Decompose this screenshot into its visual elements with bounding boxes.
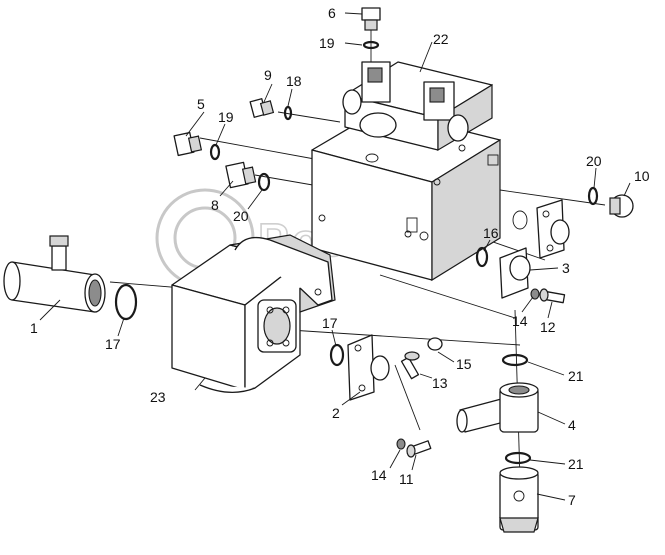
callout-4: 4 (568, 417, 576, 433)
callout-23: 23 (150, 389, 166, 405)
callout-2: 2 (332, 405, 340, 421)
valve-block-22 (311, 61, 528, 282)
callout-numbers: 6 19 22 9 18 5 19 20 10 8 20 16 3 1 17 1… (30, 5, 650, 508)
adapter-7 (499, 466, 539, 533)
leader-lines (39, 12, 631, 501)
fitting-8 (225, 161, 257, 189)
callout-17: 17 (105, 336, 121, 352)
washer-15 (427, 337, 443, 351)
callout-22: 22 (433, 31, 449, 47)
pump-body-23 (171, 234, 336, 393)
callout-7: 7 (568, 492, 576, 508)
callout-8: 8 (211, 197, 219, 213)
callout-21: 21 (568, 368, 584, 384)
fitting-6 (361, 7, 381, 31)
callout-6: 6 (328, 5, 336, 21)
callout-16: 16 (483, 225, 499, 241)
bolt-12 (539, 288, 566, 304)
elbow-fitting-4 (456, 382, 539, 433)
fitting-9 (249, 98, 275, 118)
callout-11: 11 (399, 471, 414, 487)
fitting-5 (173, 131, 203, 157)
callout-5: 5 (197, 96, 205, 112)
callout-9: 9 (264, 67, 272, 83)
callout-14: 14 (371, 467, 387, 483)
callout-19: 19 (218, 109, 234, 125)
callout-15: 15 (456, 356, 472, 372)
pipe-fitting-1 (3, 235, 106, 313)
callout-1: 1 (30, 320, 38, 336)
o-rings (114, 40, 599, 465)
washers-14 (396, 288, 540, 450)
plug-10 (609, 194, 634, 218)
callout-20: 20 (586, 153, 602, 169)
callout-19: 19 (319, 35, 335, 51)
flange-3 (499, 199, 570, 299)
callout-18: 18 (286, 73, 302, 89)
callout-10: 10 (634, 168, 650, 184)
flange-2 (347, 334, 390, 401)
callout-12: 12 (540, 319, 556, 335)
callout-20: 20 (233, 208, 249, 224)
callout-21: 21 (568, 456, 584, 472)
callout-14: 14 (512, 313, 528, 329)
bolt-13 (400, 351, 420, 380)
bolt-11 (406, 440, 432, 458)
callout-13: 13 (432, 375, 448, 391)
callout-3: 3 (562, 260, 570, 276)
callout-17: 17 (322, 315, 338, 331)
